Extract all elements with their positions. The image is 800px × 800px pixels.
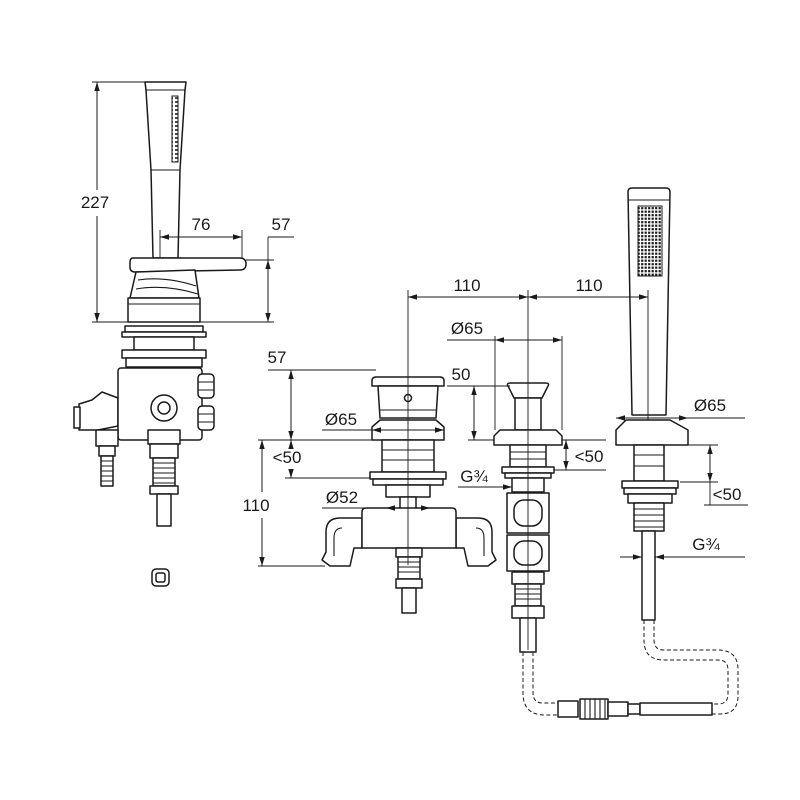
shower-supply-pipe — [641, 530, 656, 621]
connector-collar — [627, 703, 641, 715]
reach-label: 76 — [192, 215, 211, 234]
diverter-to-shower-label: 110 — [575, 276, 602, 295]
mixer-body-diameter-label: Ø52 — [326, 488, 358, 507]
mixer-body-height-label: 110 — [242, 496, 269, 515]
mixer-diameter-label: Ø65 — [325, 410, 357, 429]
diverter-thread-label: G¾ — [460, 467, 488, 486]
hose-connector — [557, 698, 713, 720]
mixer-deck-label: <50 — [273, 448, 302, 467]
mixer-extension-lines — [258, 369, 376, 567]
shower-thread-lines — [634, 508, 664, 528]
shower-deck-extensions — [680, 444, 748, 506]
right-fitting-lower — [197, 405, 215, 431]
shower-hose — [522, 620, 739, 716]
height-label: 227 — [81, 193, 109, 212]
mixer-right-arm — [455, 517, 497, 567]
connector-pipe — [639, 702, 713, 716]
shower-lock-nut — [627, 493, 673, 504]
mixer-outlet-pipe — [401, 587, 417, 614]
valve-stem — [133, 336, 195, 351]
mixer-outlet-thread — [397, 556, 421, 580]
hose-right-inner — [653, 620, 739, 715]
center-fitting-nut — [149, 485, 179, 495]
left-nozzle-collar — [98, 445, 116, 457]
shower-holder-stem — [633, 444, 665, 482]
mixer-valve-body — [361, 507, 457, 549]
left-assembly-dimensions: 227 76 57 — [81, 81, 294, 323]
shower-thread-label: G¾ — [692, 535, 720, 554]
spout-height-label: 57 — [272, 215, 291, 234]
diverter-height-extensions — [447, 385, 510, 441]
shower-washer — [621, 480, 679, 489]
mixer-outlet-thread-lines — [398, 561, 420, 573]
hose-left-outer — [522, 652, 558, 716]
mixer-arm-lines — [333, 527, 485, 556]
spout-base — [127, 297, 201, 323]
diverter-deck-extensions — [554, 439, 606, 471]
connector-thread — [579, 698, 609, 720]
height-extension-lines — [92, 81, 274, 323]
hand-shower-dimensions: Ø65 <50 G¾ — [616, 396, 748, 560]
spacing-dimensions: 110 110 — [407, 276, 649, 650]
diverter-dimensions: Ø65 50 <50 G¾ — [447, 319, 606, 490]
left-spout-assembly — [73, 81, 247, 587]
shower-thread — [633, 502, 665, 532]
right-fitting-upper — [197, 373, 215, 399]
spout-neck-lines — [135, 278, 199, 295]
seal-ring-inner — [155, 572, 166, 583]
shower-washer-2 — [623, 487, 677, 495]
connector-end — [557, 700, 579, 718]
center-fitting-pipe — [156, 493, 172, 527]
left-arm-cap — [73, 406, 81, 429]
handle-nozzle-strip — [171, 95, 179, 163]
connector-thread-lines — [584, 699, 606, 719]
center-fitting-hex — [147, 429, 181, 445]
mixer-handle-height-label: 57 — [268, 348, 287, 367]
hose-right-outer — [643, 620, 729, 705]
mixer-left-arm — [321, 517, 363, 567]
mixer-dimensions: 57 Ø65 <50 110 Ø52 — [242, 348, 444, 567]
diverter-diameter-label: Ø65 — [451, 319, 483, 338]
hand-shower-assembly — [615, 187, 689, 621]
lock-nut — [125, 357, 203, 368]
center-fitting-thread — [152, 457, 176, 487]
connector-nut — [607, 701, 629, 717]
mixer-outlet-nut — [395, 578, 423, 589]
handle-segment-lines — [146, 89, 185, 171]
center-fitting-thread-lines — [153, 462, 175, 484]
hose-left-inner — [532, 652, 558, 704]
shower-diameter-label: Ø65 — [694, 396, 726, 415]
shower-spray-face — [637, 205, 663, 277]
upper-washer — [124, 325, 204, 333]
valve-knob-center — [157, 401, 171, 415]
left-nozzle-thread-lines — [101, 460, 113, 482]
mixer-outlet-hex — [395, 547, 423, 558]
diverter-diameter-extensions — [494, 336, 563, 430]
diverter-deck-label: <50 — [575, 447, 604, 466]
left-nozzle-hex — [95, 429, 119, 447]
center-fitting-collar — [149, 443, 179, 459]
shower-holder-base — [615, 419, 689, 446]
diverter-height-label: 50 — [452, 365, 471, 384]
shower-deck-label: <50 — [713, 485, 742, 504]
shower-holder-stem-lines — [634, 454, 664, 467]
mixer-to-diverter-label: 110 — [453, 276, 480, 295]
right-fitting-lines — [198, 381, 214, 423]
lower-washer — [121, 349, 207, 359]
